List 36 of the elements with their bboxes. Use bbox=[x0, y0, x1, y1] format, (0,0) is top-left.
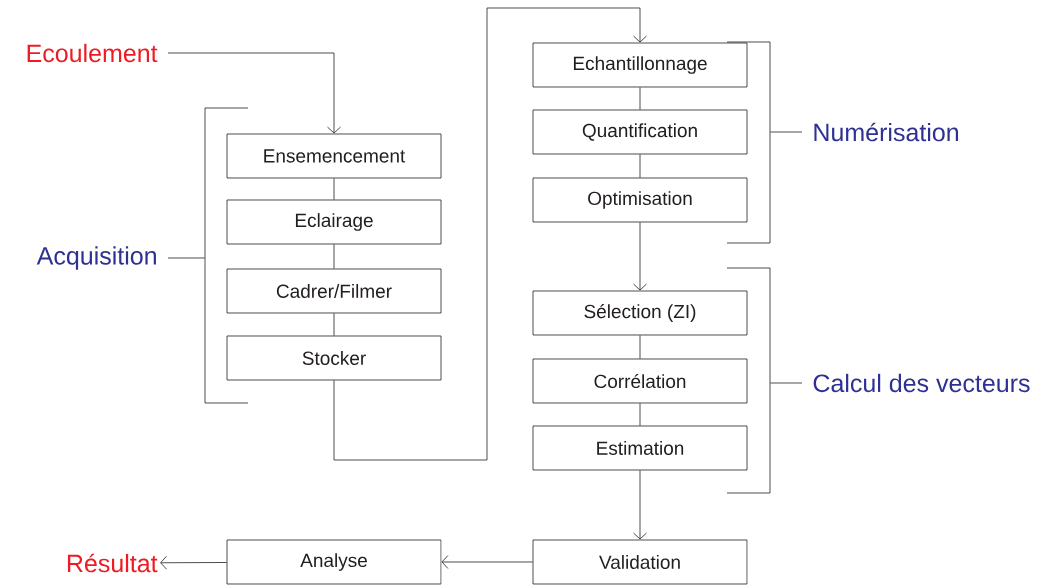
leader-line bbox=[167, 257, 205, 259]
process-box: Validation bbox=[532, 539, 748, 585]
process-box: Quantification bbox=[532, 109, 748, 155]
process-box: Corrélation bbox=[532, 358, 748, 404]
process-box: Analyse bbox=[226, 539, 442, 585]
connector-line bbox=[639, 403, 641, 426]
stage-label: Numérisation bbox=[814, 122, 959, 142]
process-box: Optimisation bbox=[532, 177, 748, 223]
process-box: Stocker bbox=[226, 335, 442, 381]
connector-line bbox=[639, 335, 641, 359]
process-box: Estimation bbox=[532, 425, 748, 471]
leader-line bbox=[770, 382, 803, 384]
bracket bbox=[726, 267, 771, 494]
process-box: Ensemencement bbox=[226, 133, 442, 179]
bracket bbox=[204, 107, 249, 404]
arrow bbox=[167, 52, 341, 134]
flow-label: Résultat bbox=[67, 553, 158, 573]
connector-line bbox=[333, 313, 335, 336]
connector-line bbox=[639, 154, 641, 178]
bracket bbox=[726, 41, 771, 244]
stage-label: Acquisition bbox=[36, 246, 156, 270]
connector-line bbox=[333, 178, 335, 200]
arrow bbox=[160, 555, 227, 570]
process-box: Eclairage bbox=[226, 199, 442, 245]
connector-line bbox=[333, 244, 335, 269]
process-box: Cadrer/Filmer bbox=[226, 268, 442, 314]
flow-label: Ecoulement bbox=[27, 43, 158, 63]
stage-label: Calcul des vecteurs bbox=[813, 373, 1030, 393]
process-box: Echantillonnage bbox=[532, 42, 748, 88]
arrow bbox=[441, 555, 533, 569]
arrow bbox=[633, 222, 647, 291]
arrow bbox=[633, 470, 647, 540]
leader-line bbox=[770, 131, 803, 133]
arrow bbox=[333, 7, 647, 461]
connector-line bbox=[639, 87, 641, 110]
process-box: Sélection (ZI) bbox=[532, 290, 748, 336]
